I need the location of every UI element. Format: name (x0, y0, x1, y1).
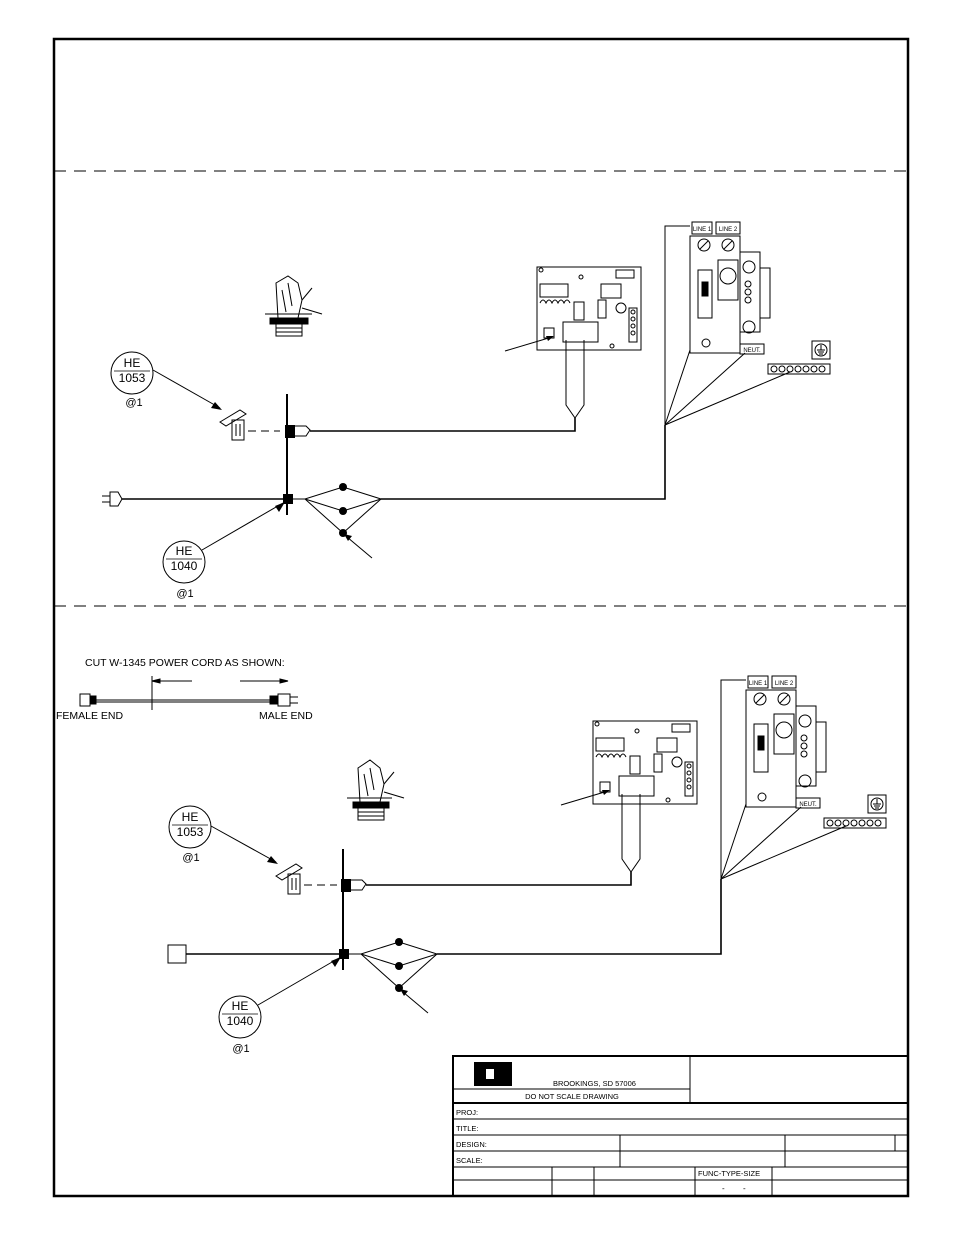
callout-he1053: HE 1053 @1 (110, 351, 222, 410)
circuit-breaker: LINE 1 LINE 2 NEUT. (689, 221, 771, 355)
callout-part-number: 1053 (177, 825, 204, 839)
switch-detail-drawing (347, 759, 405, 821)
breaker-neutral-label: NEUT. (743, 348, 761, 354)
callout-part-prefix: HE (232, 999, 249, 1013)
callout-he1040: HE 1040 @1 (162, 502, 285, 600)
callout-part-number: 1040 (171, 559, 198, 573)
callout-part-prefix: HE (176, 544, 193, 558)
ground-bar (767, 340, 831, 375)
sheet-border (52, 37, 910, 1198)
no-scale-note: DO NOT SCALE DRAWING (525, 1092, 619, 1101)
toggle-switch-symbol (219, 409, 247, 441)
func-dash-2: - (743, 1184, 746, 1193)
switch-detail-drawing (265, 275, 323, 337)
toggle-switch-symbol (275, 863, 303, 895)
callout-quantity: @1 (182, 852, 199, 864)
scale-label: SCALE: (456, 1156, 483, 1165)
callout-he1053: HE 1053 @1 (168, 805, 278, 864)
circuit-board (536, 266, 642, 351)
callout-part-prefix: HE (182, 810, 199, 824)
location-text: BROOKINGS, SD 57006 (553, 1079, 636, 1088)
power-plug (102, 491, 123, 507)
callout-part-number: 1053 (119, 371, 146, 385)
callout-quantity: @1 (176, 588, 193, 600)
title-label: TITLE: (456, 1124, 479, 1133)
func-dash-1: - (722, 1184, 725, 1193)
title-block (452, 1055, 909, 1197)
proj-label: PROJ: (456, 1108, 478, 1117)
switch-wire (310, 418, 576, 432)
ground-bar (823, 794, 887, 829)
callout-part-prefix: HE (124, 356, 141, 370)
circuit-breaker: LINE 1 LINE 2 NEUT. (745, 675, 827, 809)
breaker-neutral-label: NEUT. (799, 802, 817, 808)
top-section: HE 1053 @1 HE 1040 @1 (102, 221, 831, 600)
callout-quantity: @1 (125, 397, 142, 409)
callout-quantity: @1 (232, 1043, 249, 1055)
callout-part-number: 1040 (227, 1014, 254, 1028)
male-end-label: MALE END (259, 710, 313, 722)
switch-wire (366, 872, 632, 886)
callout-he1040: HE 1040 @1 (218, 957, 341, 1055)
breaker-line2-label: LINE 2 (775, 681, 794, 687)
cut-cord-end (167, 944, 187, 964)
cord-cut-diagram (79, 676, 298, 710)
female-end-label: FEMALE END (56, 710, 124, 722)
design-label: DESIGN: (456, 1140, 487, 1149)
func-type-size-label: FUNC-TYPE-SIZE (698, 1169, 760, 1178)
mounted-switch (341, 879, 351, 892)
circuit-board (592, 720, 698, 805)
company-logo (474, 1062, 512, 1086)
breaker-line1-label: LINE 1 (693, 227, 712, 233)
bottom-section: CUT W-1345 POWER CORD AS SHOWN: FEMALE E… (56, 657, 887, 1055)
cut-cord-note: CUT W-1345 POWER CORD AS SHOWN: (85, 657, 285, 669)
mounted-switch (285, 425, 295, 438)
breaker-line1-label: LINE 1 (749, 681, 768, 687)
breaker-line2-label: LINE 2 (719, 227, 738, 233)
